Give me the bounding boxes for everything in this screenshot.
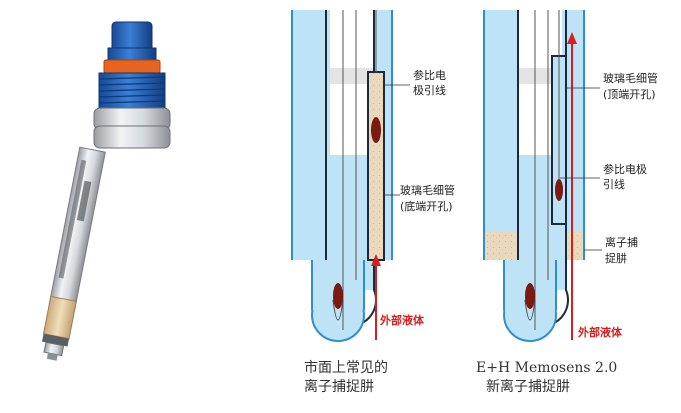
label-capillary-l2: (顶端开孔) (603, 88, 656, 101)
caption-line1: E+H Memosens 2.0 (476, 360, 617, 376)
arrow-up-icon (371, 254, 381, 340)
label-reference-lead-l2: 极引线 (413, 83, 446, 97)
label-capillary-l1: 玻璃毛细管 (603, 71, 658, 85)
arrow-up-icon (567, 32, 577, 340)
glass-capillary (367, 71, 385, 261)
label-ion-trap-l2: 捉肼 (605, 251, 627, 265)
label-external-liquid: 外部液体 (577, 325, 623, 339)
caption-line2: 新离子捕捉肼 (486, 378, 570, 395)
right-schematic: 玻璃毛细管 (顶端开孔) 参比电极 引线 离子捕 捉肼 外部液体 E+H Mem… (476, 10, 658, 395)
label-ion-trap-l1: 离子捕 (605, 235, 638, 249)
label-reference-lead-l1: 参比电 (413, 68, 446, 82)
label-reference-lead-l2: 引线 (603, 177, 625, 191)
label-reference-lead-l1: 参比电极 (603, 162, 647, 176)
label-capillary-l2: (底端开孔) (400, 199, 453, 213)
caption-line1: 市面上常见的 (304, 359, 388, 376)
electrode-element (333, 283, 343, 309)
label-external-liquid: 外部液体 (379, 313, 425, 327)
ph-sensor-probe (42, 21, 171, 361)
electrode-element (525, 283, 535, 309)
label-capillary-l1: 玻璃毛细管 (400, 183, 455, 197)
caption-line2: 离子捕捉肼 (304, 378, 374, 395)
left-schematic: 参比电 极引线 玻璃毛细管 (底端开孔) 外部液体 市面上常见的 离子捕捉肼 (291, 10, 455, 395)
